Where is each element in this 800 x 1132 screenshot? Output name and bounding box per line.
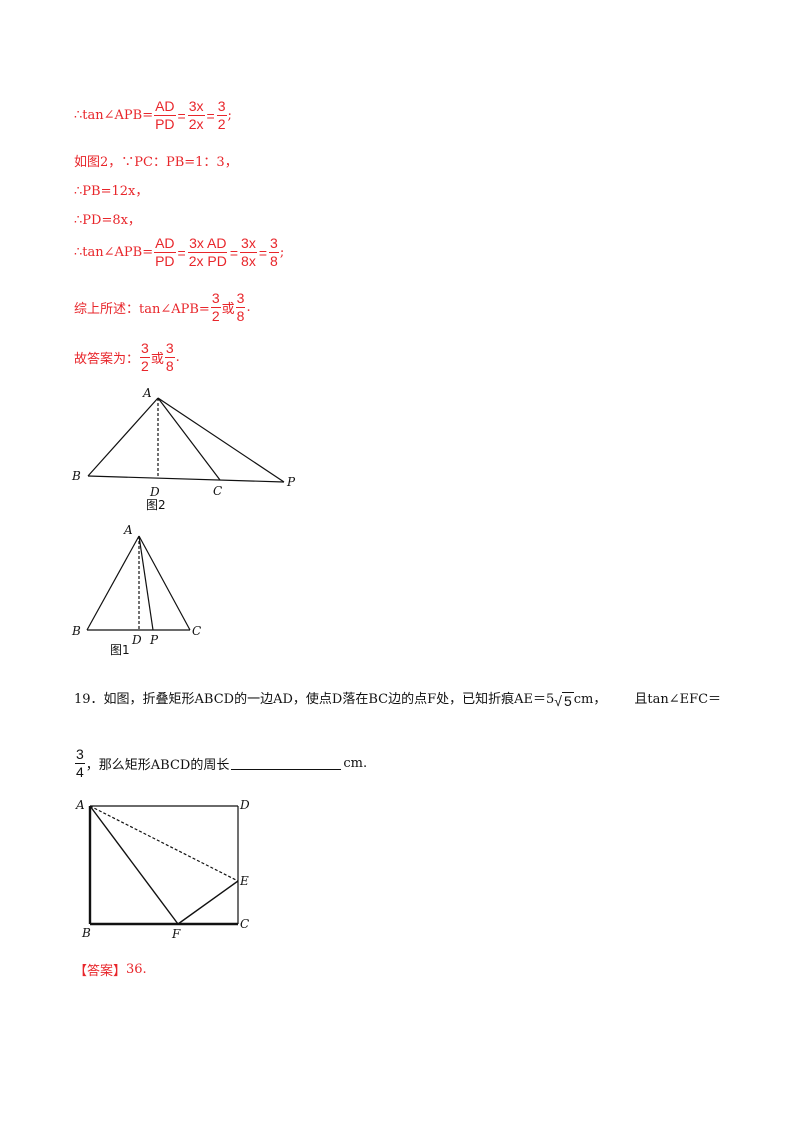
label-b: B xyxy=(71,469,81,483)
label-c: C xyxy=(192,624,201,638)
solution-line-4: ∴PD=8x， xyxy=(74,213,141,228)
label-a: A xyxy=(123,523,133,537)
segment-ab xyxy=(87,397,159,477)
sqrt-expression: √5 xyxy=(554,692,574,709)
answer-tag: 【答案】 xyxy=(74,964,127,979)
segment-ac xyxy=(157,397,221,481)
segment-fe xyxy=(177,880,239,925)
label-d: D xyxy=(131,633,142,647)
label-p: P xyxy=(149,633,159,647)
label-a: A xyxy=(75,798,85,812)
label-e: E xyxy=(239,874,249,888)
caption-figure-1: 图1 xyxy=(110,643,130,657)
answer-line: 【答案】 36. xyxy=(74,960,147,979)
answer-value: 36. xyxy=(126,962,147,977)
label-b: B xyxy=(81,926,91,940)
solution-line-2: 如图2，∵PC：PB=1：3， xyxy=(74,155,238,170)
segment-ac xyxy=(138,535,191,631)
label-p: P xyxy=(286,475,296,489)
label-c: C xyxy=(240,917,249,931)
question-19-line-1: 19．如图，折叠矩形ABCD的一边AD，使点D落在BC边的点F处，已知折痕AE＝… xyxy=(74,686,721,709)
radical-sign: √ xyxy=(554,693,562,709)
segment-ap xyxy=(157,397,285,483)
crease-ae xyxy=(89,805,239,882)
label-d: D xyxy=(149,485,160,499)
segment-ab xyxy=(86,535,140,631)
segment-af xyxy=(89,805,179,925)
segment-ap xyxy=(138,535,154,631)
figure-2: A B D C P 图2 xyxy=(71,386,296,512)
label-b: B xyxy=(71,624,81,638)
solution-line-3: ∴PB=12x， xyxy=(74,184,149,199)
label-d: D xyxy=(239,798,250,812)
segment-bp xyxy=(87,475,285,483)
label-a: A xyxy=(142,386,152,400)
figure-rectangle: A D E B F C xyxy=(75,798,250,941)
caption-figure-2: 图2 xyxy=(146,498,166,512)
label-f: F xyxy=(171,927,181,941)
figure-1: A B D P C 图1 xyxy=(71,523,201,657)
answer-blank xyxy=(231,757,342,770)
label-c: C xyxy=(213,484,222,498)
